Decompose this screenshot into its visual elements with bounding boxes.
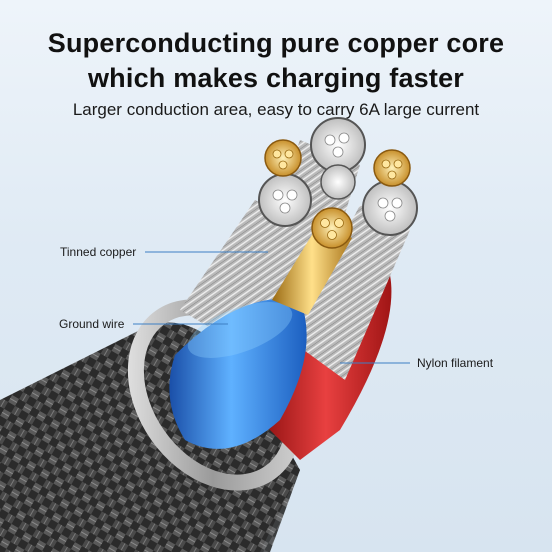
gold-end-upper-left <box>264 139 302 177</box>
headline: Superconducting pure copper core which m… <box>0 26 552 96</box>
ground-wire-blue <box>169 298 307 449</box>
subtitle: Larger conduction area, easy to carry 6A… <box>72 100 480 119</box>
headline-line-2: which makes charging faster <box>87 63 465 93</box>
silver-end-top <box>310 117 366 173</box>
gold-end-front <box>311 207 353 249</box>
strand-bundle-right <box>290 205 410 380</box>
silver-end-left <box>258 173 312 227</box>
silver-end-right <box>362 180 418 236</box>
silver-end-center <box>320 164 356 200</box>
label-nylon-filament: Nylon filament <box>417 356 494 370</box>
gold-end-upper-right <box>373 149 411 187</box>
label-tinned-copper: Tinned copper <box>60 245 137 259</box>
label-ground-wire: Ground wire <box>59 317 125 331</box>
headline-line-1: Superconducting pure copper core <box>47 28 505 58</box>
